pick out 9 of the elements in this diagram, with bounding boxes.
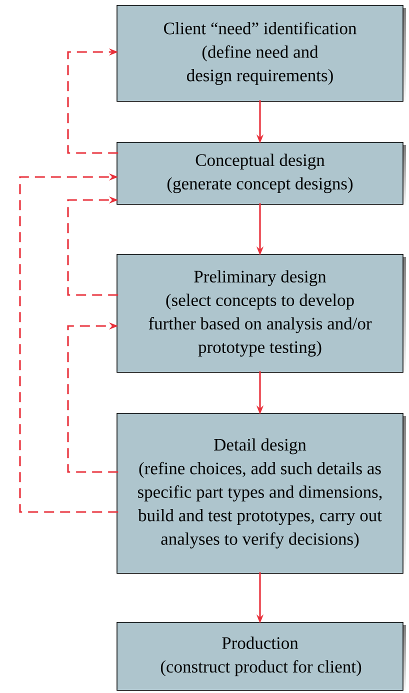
arrow — [67, 48, 118, 154]
process-box: Conceptual design (generate concept designs) — [116, 142, 404, 205]
process-box: Detail design (refine choices, add such details as specific part types and dimensions, build and test prototypes, carry out analyses to verify decisions) — [116, 413, 404, 574]
arrow — [19, 173, 118, 513]
process-box: Production (construct product for client) — [116, 622, 404, 691]
process-box: Client “need” identification (define need and design requirements) — [116, 5, 404, 102]
arrow — [67, 196, 118, 296]
process-box: Preliminary design (select concepts to develop further based on analysis and/or prototype testing) — [116, 254, 404, 373]
arrow — [67, 322, 118, 473]
